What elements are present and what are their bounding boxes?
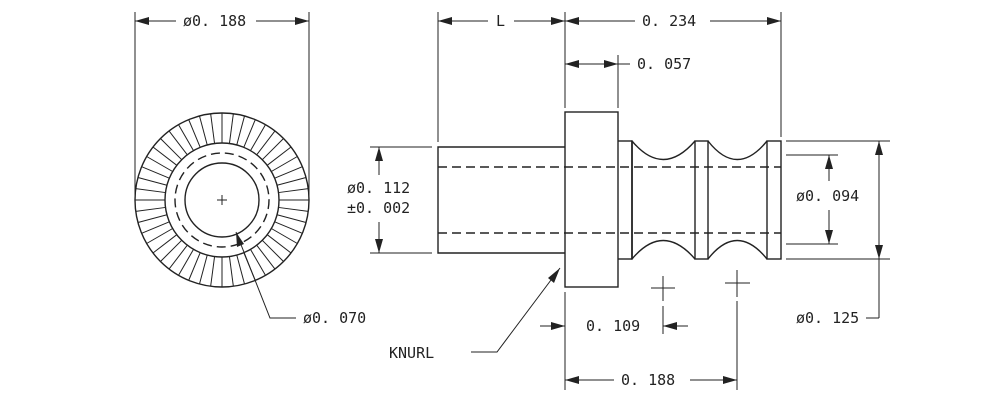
dim-text-dia-0070: ø0. 070 [303,309,366,327]
middle-ring [695,141,708,259]
end-ring [767,141,781,259]
knurl-line [279,207,309,211]
knurl-line [142,167,170,178]
shank-outline [438,147,565,253]
knurl-line [229,257,233,287]
knurl-line [160,138,181,159]
dim-text-len-0234: 0. 234 [642,12,696,30]
dim-text-dia-0094: ø0. 094 [796,187,859,205]
dim-text-len-0109: 0. 109 [586,317,640,335]
knurl-label: KNURL [389,344,434,362]
dimension-dia-0188-top: ø0. 188 [135,12,309,198]
knurl-line [189,120,200,148]
knurl-line [244,120,255,148]
knurl-line [136,207,166,211]
knurl-line [136,189,166,193]
flange [565,112,618,287]
knurl-line [277,177,306,185]
knurl-line [279,189,309,193]
dimension-len-0057: 0. 057 [565,55,691,108]
knurl-line [262,240,283,261]
dimension-length-L: L [438,12,565,142]
groove-2-center-mark [725,270,750,297]
side-view [438,112,781,301]
dim-text-len-0057: 0. 057 [637,55,691,73]
knurl-line [229,114,233,144]
dim-text-tol-0002: ±0. 002 [347,199,410,217]
knurl-line [138,177,167,185]
dim-text-length-L: L [496,12,505,30]
dim-text-len-0188-bottom: 0. 188 [621,371,675,389]
dim-text-dia-0125: ø0. 125 [796,309,859,327]
dimension-len-0188-bottom: 0. 188 [565,301,737,390]
knurl-line [275,167,303,178]
knurl-line [277,215,306,223]
knurl-line [211,114,215,144]
groove-1-center-mark [651,276,675,301]
knurl-line [199,116,207,145]
dim-text-dia-0112: ø0. 112 [347,179,410,197]
dim-text-dia-0188-top: ø0. 188 [183,12,246,30]
knurl-callout: KNURL [389,268,560,362]
knurl-line [275,222,303,233]
knurl-line [237,116,245,145]
knurl-line [237,255,245,284]
groove-1-bottom [632,241,695,260]
knurl-line [211,257,215,287]
knurl-line [199,255,207,284]
groove-2-top [708,141,767,160]
knurl-line [189,253,200,281]
dimension-dia-0094: ø0. 094 [786,155,859,244]
knurl-line [262,138,283,159]
knurl-line [142,222,170,233]
groove-2-bottom [708,241,767,260]
dimension-dia-0125: ø0. 125 [786,141,890,327]
groove-1-top [632,141,695,160]
knurl-line [138,215,167,223]
dimension-len-0234: 0. 234 [565,12,781,137]
end-view [135,113,309,287]
dimension-dia-0112: ø0. 112 ±0. 002 [347,147,432,253]
knurl-line [160,240,181,261]
